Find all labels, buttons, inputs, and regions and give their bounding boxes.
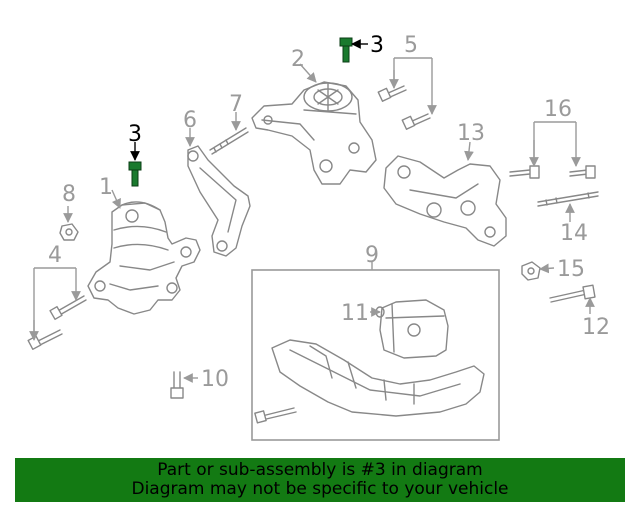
part-6-bracket[interactable] — [187, 145, 251, 257]
callout-12: 12 — [582, 315, 610, 340]
part-4-bolts[interactable] — [27, 295, 87, 350]
part-3-bolt-left[interactable] — [128, 161, 142, 187]
part-9-lower-assembly[interactable] — [251, 269, 500, 441]
callout-8: 8 — [62, 182, 76, 207]
part-3-bolt-upper[interactable] — [339, 37, 353, 63]
part-10-bolt[interactable] — [170, 371, 184, 399]
callout-4: 4 — [48, 243, 62, 268]
callout-15: 15 — [557, 257, 585, 282]
footer-line-part-number: Part or sub-assembly is #3 in diagram — [157, 460, 483, 480]
callout-2: 2 — [291, 47, 305, 72]
part-11-damper[interactable] — [375, 299, 449, 359]
callout-3-upper: 3 — [370, 33, 384, 58]
footer-line-disclaimer: Diagram may not be specific to your vehi… — [131, 479, 509, 499]
part-8-nut[interactable] — [59, 223, 79, 241]
part-15-nut[interactable] — [521, 261, 541, 281]
footer-banner: Part or sub-assembly is #3 in diagram Di… — [15, 458, 625, 502]
callout-labels: 1 2 3 3 4 5 6 7 8 9 10 11 12 13 14 15 16 — [48, 33, 610, 392]
callout-6: 6 — [183, 108, 197, 133]
callout-7: 7 — [229, 92, 243, 117]
part-16-bolts[interactable] — [509, 165, 596, 179]
callout-9: 9 — [365, 243, 379, 268]
callout-11: 11 — [341, 301, 369, 326]
part-1-engine-mount[interactable] — [87, 201, 201, 315]
callout-13: 13 — [457, 121, 485, 146]
part-12-bolt[interactable] — [549, 284, 596, 303]
leader-lines — [29, 39, 595, 383]
callout-3-left: 3 — [128, 122, 142, 147]
callout-1: 1 — [99, 175, 113, 200]
callout-16: 16 — [544, 97, 572, 122]
part-2-upper-mount[interactable] — [251, 81, 377, 185]
part-5-bolts[interactable] — [377, 85, 431, 130]
part-7-stud[interactable] — [209, 127, 249, 155]
parts-diagram: 1 2 3 3 4 5 6 7 8 9 10 11 12 13 14 15 16 — [27, 33, 610, 441]
callout-10: 10 — [201, 367, 229, 392]
callout-5: 5 — [404, 33, 418, 58]
part-13-bracket[interactable] — [383, 155, 507, 247]
part-14-stud[interactable] — [537, 191, 599, 207]
callout-14: 14 — [560, 221, 588, 246]
